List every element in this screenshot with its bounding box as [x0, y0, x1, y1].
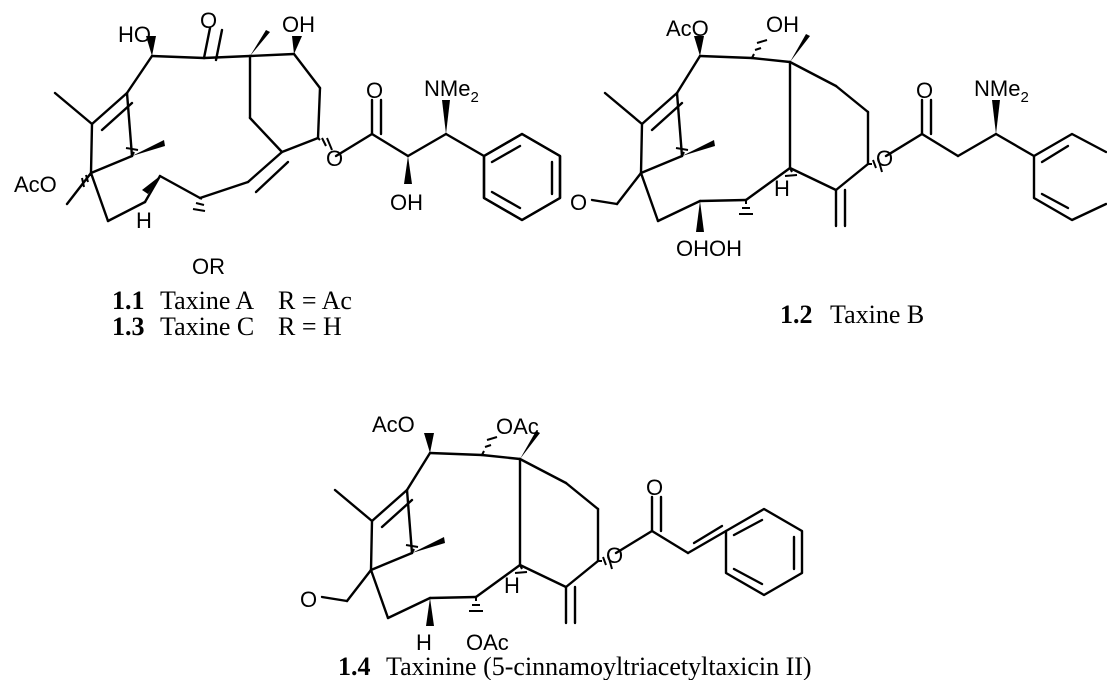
structure-taxine-b: AcO OH O OHOH H O O NMe2	[570, 12, 1107, 261]
label-h-low: H	[416, 630, 432, 655]
label-ester-o: O	[606, 543, 623, 568]
svg-text:Taxine C: Taxine C	[160, 312, 254, 341]
label-ester-o: O	[876, 146, 893, 171]
label-ho: HO	[118, 22, 151, 47]
label-ketone-o: O	[570, 190, 587, 215]
svg-text:1.3: 1.3	[112, 312, 145, 341]
label-ohoh: OHOH	[676, 236, 742, 261]
label-carbonyl-o: O	[916, 78, 933, 103]
label-oac-low: OAc	[466, 630, 509, 655]
structure-taxinine: AcO OAc O H OAc H O O	[300, 412, 804, 655]
label-nme: NMe2	[974, 76, 1029, 106]
caption-1-4: 1.4 Taxinine (5-cinnamoyltriacetyltaxici…	[338, 652, 812, 680]
label-h: H	[774, 176, 790, 201]
label-nme: NMe2	[424, 76, 479, 106]
label-ketone-o: O	[300, 587, 317, 612]
label-aco: AcO	[666, 16, 709, 41]
label-carbonyl-o: O	[366, 78, 383, 103]
label-h-mid: H	[504, 573, 520, 598]
label-oac-top: OAc	[496, 414, 539, 439]
label-ester-o: O	[326, 146, 343, 171]
label-or: OR	[192, 254, 225, 279]
label-ketone-o: O	[200, 8, 217, 33]
svg-text:Taxine B: Taxine B	[830, 300, 924, 329]
label-h: H	[136, 208, 152, 233]
label-aco: AcO	[372, 412, 415, 437]
label-oh: OH	[766, 12, 799, 37]
label-oh: OH	[282, 12, 315, 37]
svg-text:Taxine A: Taxine A	[160, 286, 254, 315]
caption-1-2: 1.2 Taxine B	[780, 300, 924, 329]
caption-1-3: 1.3 Taxine C R = H	[112, 312, 342, 341]
structure-taxine-a-c: HO O OH AcO H OR O O NMe2 OH	[14, 8, 562, 279]
label-aco: AcO	[14, 172, 57, 197]
svg-text:1.4: 1.4	[338, 652, 371, 680]
svg-text:1.1: 1.1	[112, 286, 145, 315]
label-carbonyl-o: O	[646, 475, 663, 500]
svg-text:1.2: 1.2	[780, 300, 813, 329]
svg-text:R = Ac: R = Ac	[278, 286, 352, 315]
label-side-oh: OH	[390, 190, 423, 215]
svg-text:R = H: R = H	[278, 312, 342, 341]
caption-1-1: 1.1 Taxine A R = Ac	[112, 286, 352, 315]
svg-text:Taxinine (5-cinnamoyltriacetyl: Taxinine (5-cinnamoyltriacetyltaxicin II…	[386, 652, 812, 680]
